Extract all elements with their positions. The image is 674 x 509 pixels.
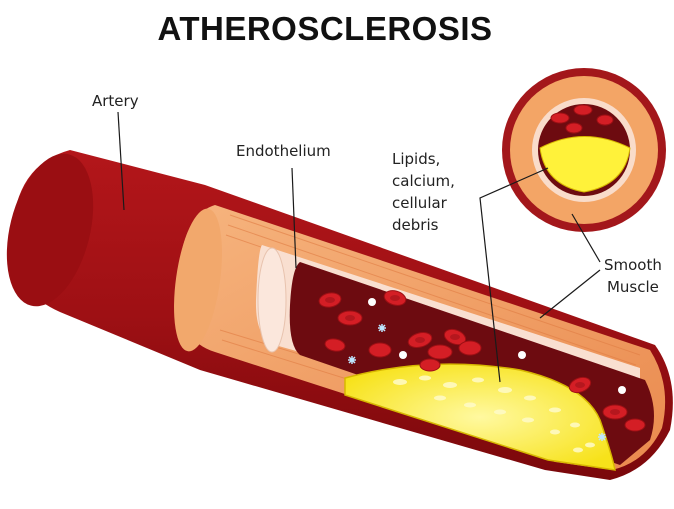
label-artery: Artery bbox=[92, 90, 139, 112]
label-smooth-muscle-line: Muscle bbox=[604, 276, 662, 298]
label-lipids-line: calcium, bbox=[392, 170, 455, 192]
label-lipids-line: debris bbox=[392, 214, 455, 236]
label-lipids-line: Lipids, bbox=[392, 148, 455, 170]
label-lipids-line: cellular bbox=[392, 192, 455, 214]
label-endothelium: Endothelium bbox=[236, 140, 331, 162]
label-lipids: Lipids, calcium, cellular debris bbox=[392, 148, 455, 236]
label-smooth-muscle-line: Smooth bbox=[604, 254, 662, 276]
smooth-muscle-tube-leader-line bbox=[540, 270, 600, 318]
label-smooth-muscle: Smooth Muscle bbox=[604, 254, 662, 298]
cross-section-inset bbox=[502, 68, 666, 232]
